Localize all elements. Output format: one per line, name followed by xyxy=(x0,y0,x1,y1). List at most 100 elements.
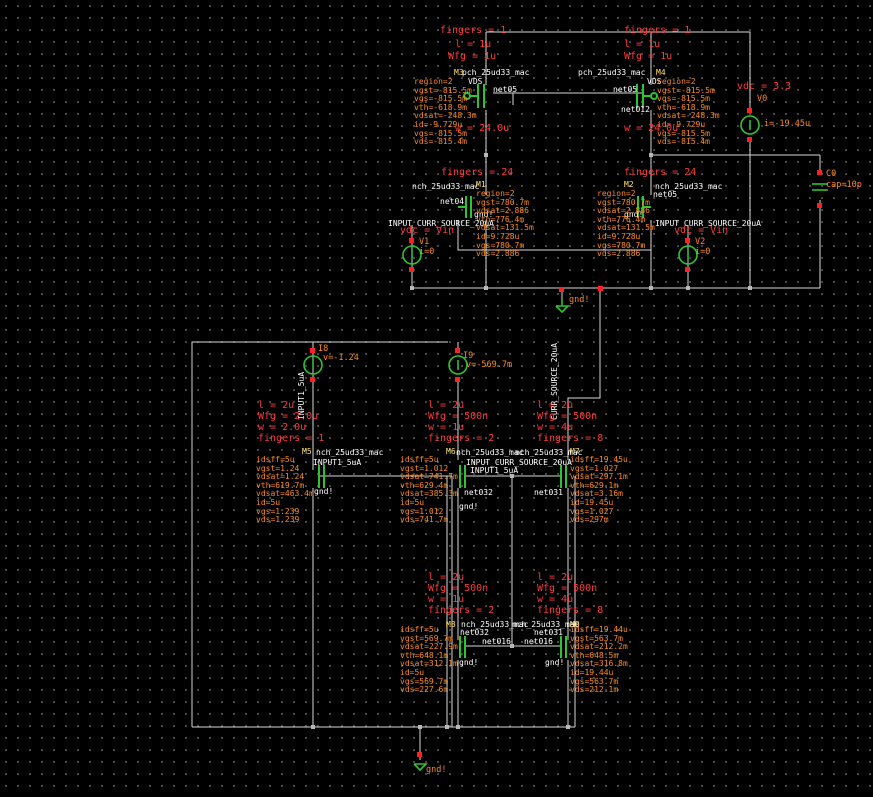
m5-gnd-label: gnd! xyxy=(314,487,334,496)
m2-id: M2 xyxy=(624,180,634,189)
pmos-m4 xyxy=(636,84,658,108)
cap-value: cap=10p xyxy=(826,180,862,190)
i8-id: I8 xyxy=(318,344,329,354)
m4-net2-label: net012 xyxy=(621,105,650,114)
nmos-m1 xyxy=(458,196,472,218)
v1-value: vdc = Vin xyxy=(400,225,455,236)
m1-id: M1 xyxy=(476,180,486,189)
m7-net2-label: net031 xyxy=(534,488,563,497)
vdd-value: vdc = 3.3 xyxy=(737,81,792,92)
m1-model: nch_25ud33_mac xyxy=(412,182,480,191)
v1-current: i=0 xyxy=(419,247,435,257)
m1-input-net: INPUT_CURR_SOURCE_20uA xyxy=(388,219,494,228)
m1-fingers-label: fingers = 24 xyxy=(441,167,514,178)
pmos-m3 xyxy=(463,84,485,108)
nmos-m6 xyxy=(459,465,466,488)
m9-net2-label: net016 xyxy=(524,637,553,646)
current-source-i8 xyxy=(303,348,323,382)
ground-symbol-top xyxy=(555,287,570,314)
gnd-label-bottom: gnd! xyxy=(426,765,447,775)
m6-net2-label: net032 xyxy=(464,488,493,497)
m5-net-label: INPUT1_5uA xyxy=(313,458,362,467)
nmos-m5 xyxy=(318,465,325,488)
v2-id: V2 xyxy=(695,237,706,247)
vdd-id: V0 xyxy=(757,94,768,104)
nmos-m8 xyxy=(459,636,466,658)
m5-model: nch_25ud33_mac xyxy=(316,448,384,457)
v2-value: vdc = Vin xyxy=(674,225,729,236)
m1-net-label: net04 xyxy=(440,197,465,206)
m2-input-net: INPUT_CURR_SOURCE_20uA xyxy=(655,219,761,228)
m4-fingers-label: fingers = 1 xyxy=(624,25,691,36)
v2-current: i=0 xyxy=(695,247,711,257)
nmos-m2 xyxy=(637,196,651,218)
m7-model: nch_25ud33_mac xyxy=(515,448,583,457)
m7-input-net: INPUT_CURR_SOURCE_20uA xyxy=(466,458,572,467)
m4-length-label: l = 1u xyxy=(624,39,661,50)
m4-model: pch_25ud33_mac xyxy=(578,68,646,77)
m9-model: nch_25ud33_mac xyxy=(512,620,580,629)
m3-vds-pin: VDS xyxy=(468,77,483,86)
vdd-source xyxy=(740,108,760,142)
m1-gnd-label: gnd! xyxy=(474,210,494,219)
m4-wfg-label: Wfg = 1u xyxy=(624,51,673,62)
i9-voltage: v=-569.7m xyxy=(466,360,513,370)
m5-id: M5 xyxy=(302,447,312,456)
m9-net-label: net031 xyxy=(534,628,563,637)
m3-id: M3 xyxy=(454,68,464,77)
m3-net-label: net05 xyxy=(493,85,518,94)
cap-id: C0 xyxy=(826,169,837,179)
m8-gnd-label: gnd! xyxy=(459,658,479,667)
m2-fingers-label: fingers = 24 xyxy=(624,167,697,178)
nmos-m9 xyxy=(560,636,567,658)
v1-id: V1 xyxy=(419,237,430,247)
current-source-i9 xyxy=(448,348,468,382)
m3-model: pch_25ud33_mac xyxy=(462,68,530,77)
m8-net2-label: net016 xyxy=(482,637,511,646)
m8-model: nch_25ud33_mac xyxy=(461,620,529,629)
vin-source-v2 xyxy=(678,238,698,272)
m8-net-label: net032 xyxy=(460,628,489,637)
m4-net-label: net05 xyxy=(613,85,638,94)
ground-symbol-bottom xyxy=(413,752,428,772)
m8-id: M8 xyxy=(446,620,456,629)
i9-id: I9 xyxy=(463,351,474,361)
capacitor-c0 xyxy=(812,170,828,208)
m2-gnd-label: gnd! xyxy=(624,210,644,219)
m9-id: M9 xyxy=(570,620,580,629)
m4-width-label: w = 24.0u xyxy=(624,123,679,134)
m4-vds-pin: VDS xyxy=(647,77,662,86)
m3-wfg-label: Wfg = 1u xyxy=(448,51,497,62)
gnd-label-top: gnd! xyxy=(569,295,590,305)
m6-gnd-label: gnd! xyxy=(459,502,479,511)
m3-width-label: w = 24.0u xyxy=(455,123,510,134)
m3-length-label: l = 1u xyxy=(455,39,492,50)
vdd-current: i=-19.45u xyxy=(764,119,811,129)
m7-id: M7 xyxy=(570,447,580,456)
m9-gnd-label: gnd! xyxy=(545,658,565,667)
m2-net-label: net05 xyxy=(653,190,678,199)
m3-fingers-label: fingers = 1 xyxy=(440,25,507,36)
nmos-m7 xyxy=(560,465,567,488)
m6-net-label: INPUT1_5uA xyxy=(470,466,519,475)
i8-voltage: v=-1.24 xyxy=(323,353,359,363)
m4-id: M4 xyxy=(656,68,666,77)
m6-id: M6 xyxy=(446,447,456,456)
vin-source-v1 xyxy=(402,238,422,272)
